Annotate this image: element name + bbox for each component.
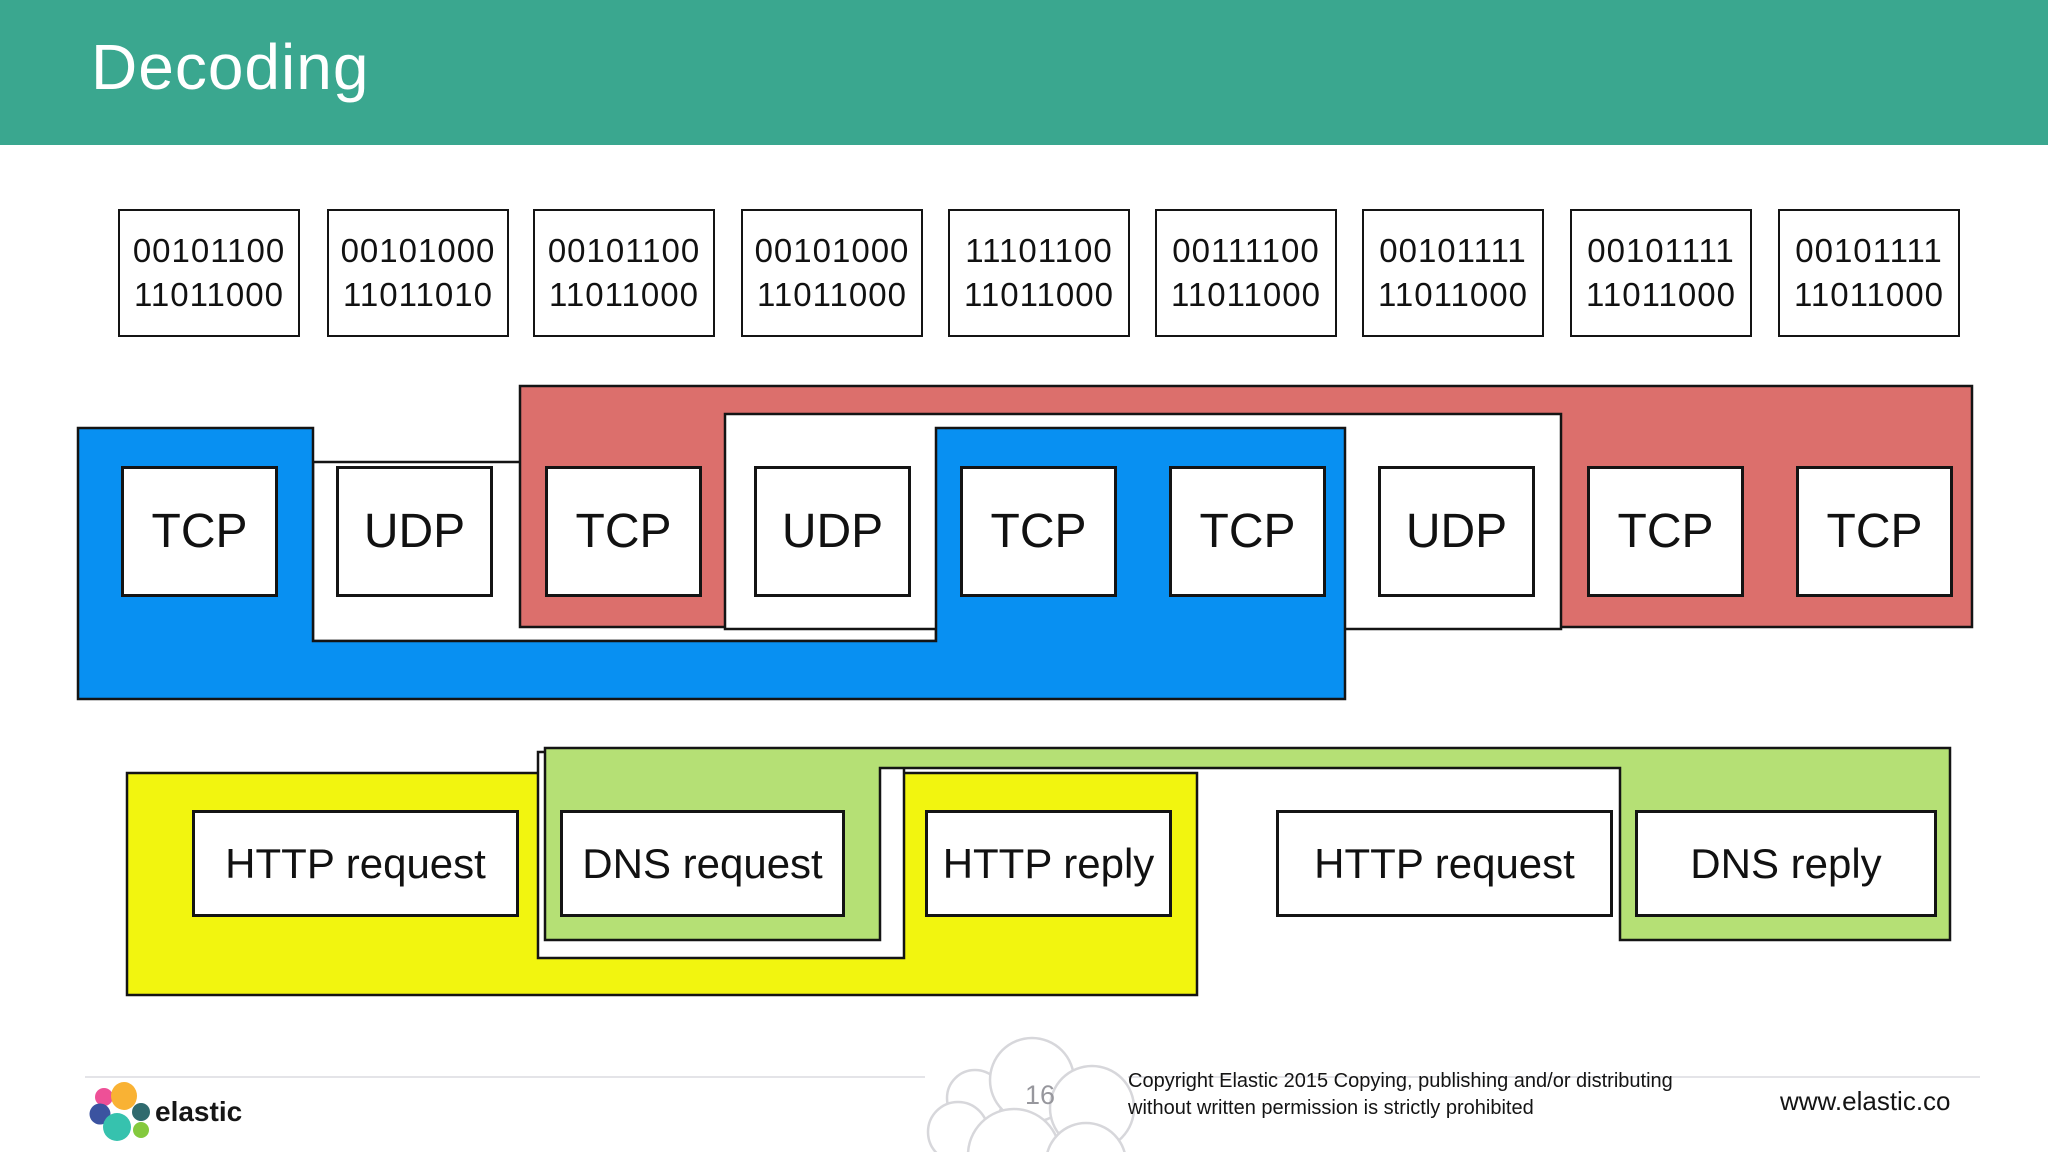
binary-box-9: 00101111 11011000: [1778, 209, 1960, 337]
copyright-line-2: without written permission is strictly p…: [1128, 1097, 1534, 1119]
binary-box-7: 00101111 11011000: [1362, 209, 1544, 337]
binary-line: 00101111: [1587, 232, 1735, 269]
binary-box-6: 00111100 11011000: [1155, 209, 1337, 337]
binary-line: 11011000: [1171, 276, 1321, 313]
binary-box-1: 00101100 11011000: [118, 209, 300, 337]
transport-box-8: TCP: [1587, 466, 1744, 597]
transport-box-4: UDP: [754, 466, 911, 597]
binary-line: 00111100: [1172, 232, 1320, 269]
transport-box-6: TCP: [1169, 466, 1326, 597]
binary-line: 00101000: [340, 232, 496, 269]
binary-line: 11011000: [134, 276, 284, 313]
binary-line: 11101100: [965, 232, 1113, 269]
app-box-1: HTTP request: [192, 810, 519, 917]
page-title: Decoding: [91, 31, 370, 103]
page-number-cloud: [926, 1036, 1136, 1152]
app-box-3: HTTP reply: [925, 810, 1172, 917]
website-link: www.elastic.co: [1780, 1086, 1951, 1116]
binary-line: 00101100: [132, 232, 286, 269]
binary-box-8: 00101111 11011000: [1570, 209, 1752, 337]
app-box-2: DNS request: [560, 810, 845, 917]
binary-line: 00101000: [754, 232, 910, 269]
elastic-logo: [89, 1082, 150, 1141]
binary-box-5: 11101100 11011000: [948, 209, 1130, 337]
transport-box-1: TCP: [121, 466, 278, 597]
transport-box-5: TCP: [960, 466, 1117, 597]
transport-box-2: UDP: [336, 466, 493, 597]
app-box-5: DNS reply: [1635, 810, 1937, 917]
binary-line: 11011000: [757, 276, 907, 313]
app-box-4: HTTP request: [1276, 810, 1613, 917]
transport-box-3: TCP: [545, 466, 702, 597]
binary-line: 11011000: [1794, 276, 1944, 313]
binary-line: 11011000: [549, 276, 699, 313]
transport-box-7: UDP: [1378, 466, 1535, 597]
binary-line: 11011010: [343, 276, 493, 313]
binary-line: 00101111: [1379, 232, 1527, 269]
binary-box-3: 00101100 11011000: [533, 209, 715, 337]
copyright-line-1: Copyright Elastic 2015 Copying, publishi…: [1128, 1070, 1673, 1092]
copyright-text: Copyright Elastic 2015 Copying, publishi…: [1128, 1068, 1673, 1122]
binary-line: 11011000: [964, 276, 1114, 313]
binary-box-4: 00101000 11011000: [741, 209, 923, 337]
binary-line: 00101100: [547, 232, 701, 269]
binary-line: 11011000: [1586, 276, 1736, 313]
binary-line: 00101111: [1795, 232, 1943, 269]
page-number: 16: [1024, 1080, 1056, 1110]
header-bar: Decoding: [0, 0, 2048, 145]
binary-box-2: 00101000 11011010: [327, 209, 509, 337]
binary-line: 11011000: [1378, 276, 1528, 313]
transport-box-9: TCP: [1796, 466, 1953, 597]
brand-name: elastic: [155, 1096, 243, 1127]
